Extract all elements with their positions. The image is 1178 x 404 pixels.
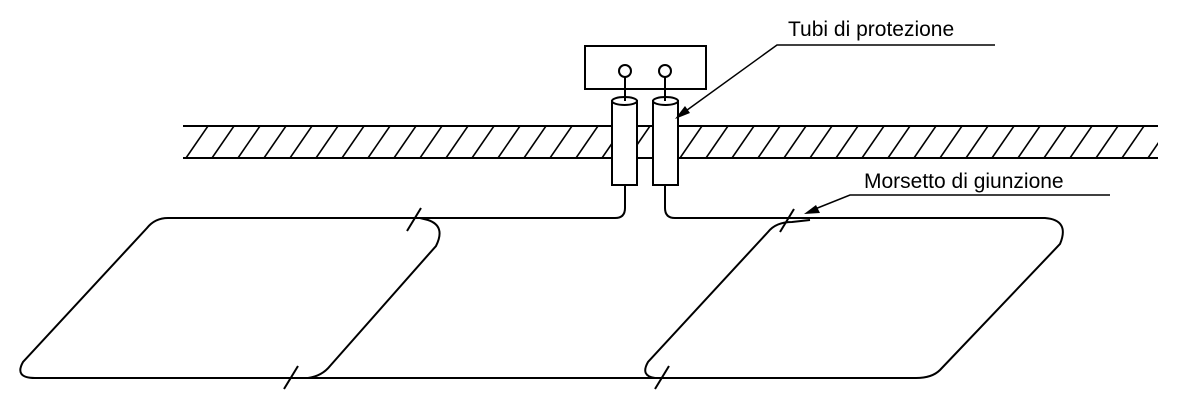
junction-clamp-mark-2 — [283, 365, 299, 390]
hatch-line — [237, 126, 261, 158]
loop-cable-right-inner — [644, 219, 811, 379]
hatch-line — [783, 126, 807, 158]
protection-tube-left — [611, 96, 638, 186]
loop-cable-left — [19, 185, 660, 379]
hatch-line — [367, 126, 391, 158]
road-hatching — [160, 126, 1178, 158]
leader-protection-tubes — [675, 44, 995, 119]
hatch-line — [185, 126, 209, 158]
hatch-line — [263, 126, 287, 158]
hatch-line — [471, 126, 495, 158]
hatch-line — [1121, 126, 1145, 158]
junction-clamp-mark-3 — [779, 208, 795, 233]
hatch-line — [835, 126, 859, 158]
hatch-line — [939, 126, 963, 158]
hatch-line — [575, 126, 599, 158]
hatch-line — [1017, 126, 1041, 158]
hatch-line — [393, 126, 417, 158]
hatch-line — [289, 126, 313, 158]
hatch-line — [497, 126, 521, 158]
hatch-line — [913, 126, 937, 158]
protection-tubes-label: Tubi di protezione — [788, 18, 955, 41]
hatch-line — [965, 126, 989, 158]
hatch-line — [731, 126, 755, 158]
loop-cable-left-return — [307, 217, 660, 379]
hatch-line — [991, 126, 1015, 158]
hatch-line — [887, 126, 911, 158]
leader-junction-clamp — [804, 194, 1110, 214]
hatch-line — [1043, 126, 1067, 158]
hatch-line — [419, 126, 443, 158]
hatch-line — [705, 126, 729, 158]
hatch-line — [809, 126, 833, 158]
hatch-line — [1147, 142, 1158, 158]
junction-clamp-mark-1 — [406, 207, 422, 232]
junction-clamp-mark-4 — [654, 365, 670, 390]
hatch-line — [160, 126, 182, 158]
hatch-line — [1069, 126, 1093, 158]
loop-cable-right — [660, 185, 1064, 379]
hatch-line — [679, 126, 703, 158]
terminal-left — [618, 64, 632, 78]
hatch-line — [861, 126, 885, 158]
hatch-line — [211, 126, 235, 158]
hatch-line — [549, 126, 573, 158]
hatch-line — [757, 126, 781, 158]
hatch-line — [341, 126, 365, 158]
control-box — [584, 45, 707, 90]
hatch-line — [315, 126, 339, 158]
hatch-line — [445, 126, 469, 158]
hatch-line — [523, 126, 547, 158]
hatch-line — [1174, 126, 1178, 158]
protection-tube-right — [652, 96, 679, 186]
terminal-right — [658, 64, 672, 78]
junction-clamp-label: Morsetto di giunzione — [864, 170, 1064, 193]
hatch-line — [1095, 126, 1119, 158]
road-surface-strip — [160, 125, 1178, 159]
